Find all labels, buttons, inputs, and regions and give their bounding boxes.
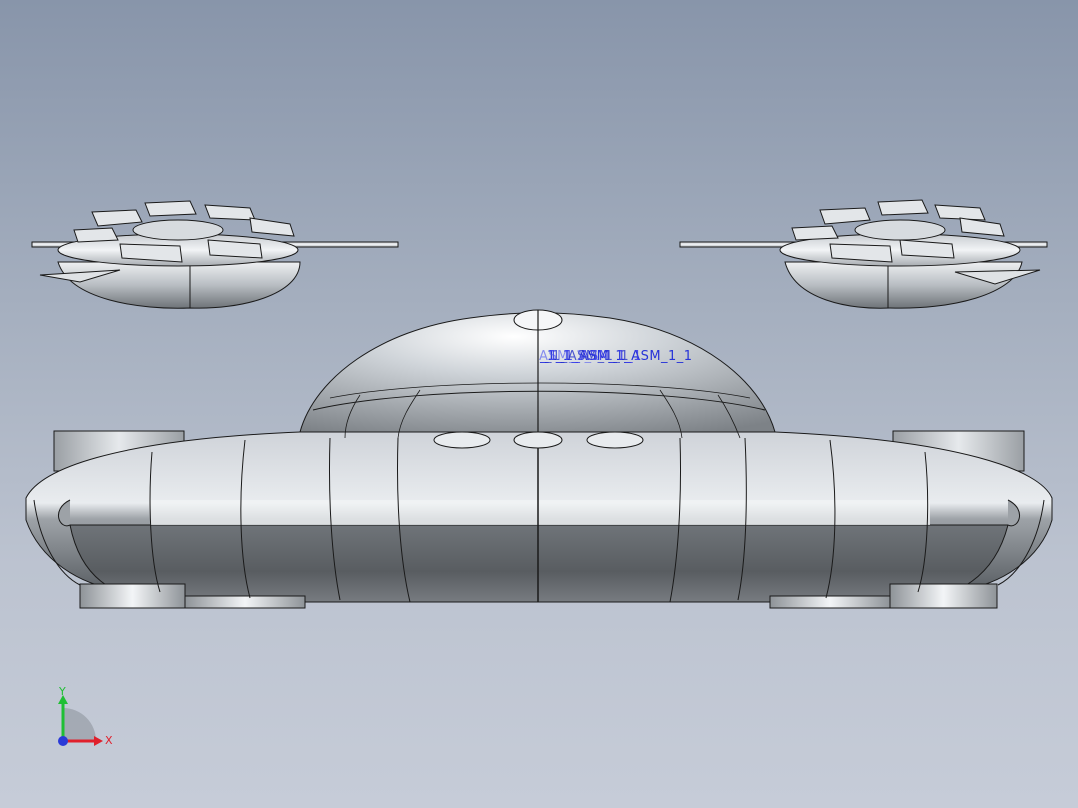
right-rotor-pod[interactable]	[679, 199, 1048, 309]
annotation-label: _1_1_ASM_1_1	[542, 349, 642, 364]
main-saucer-body[interactable]	[25, 309, 1053, 609]
annotation-label: _1_ASM_1_1	[545, 349, 630, 364]
triad-x-arrow	[94, 736, 103, 746]
triad-y-arrow	[58, 695, 68, 704]
triad-plane	[63, 708, 96, 741]
coordinate-triad: Y X	[58, 686, 113, 747]
triad-y-label: Y	[58, 686, 66, 698]
triad-x-label: X	[105, 734, 113, 747]
left-rotor-pod[interactable]	[31, 200, 399, 309]
triad-z-axis	[58, 736, 68, 746]
annotation-label: _1_1_ASM_1_ASM_1_1	[540, 349, 693, 364]
annotation-label: ASM_1_1	[539, 349, 601, 364]
